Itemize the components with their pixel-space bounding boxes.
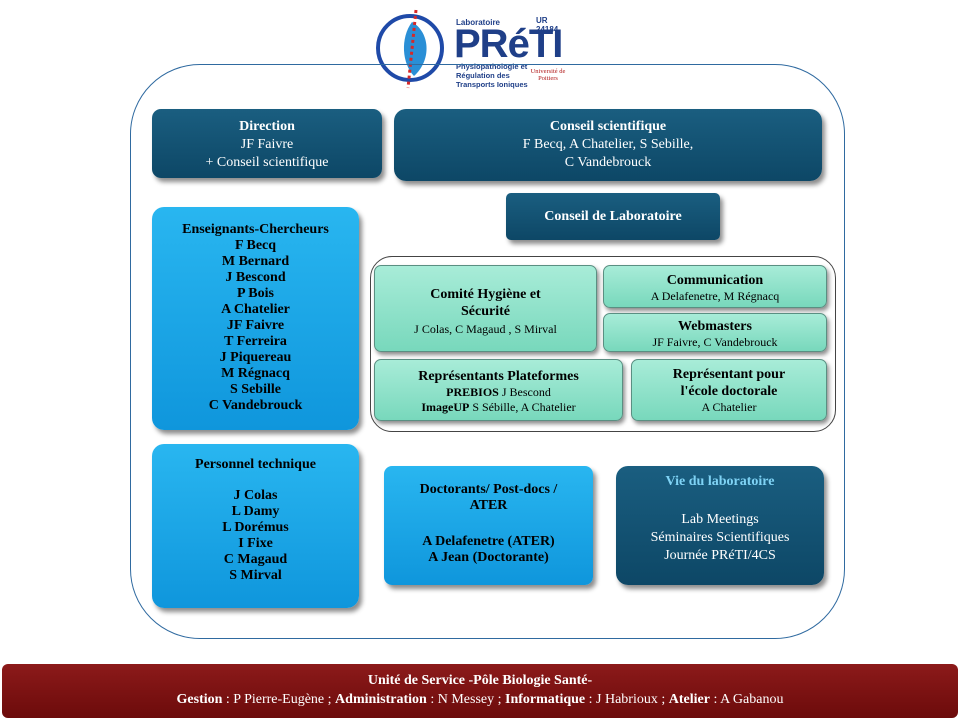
- logo-name: PRéTI: [454, 22, 563, 66]
- doctorants-title: Doctorants/ Post-docs /: [419, 482, 558, 497]
- ecole-doctorale-box: Représentant pour l'école doctorale A Ch…: [631, 359, 827, 421]
- personnel-name: L Dorémus: [222, 520, 289, 535]
- vie-item: Journée PRéTI/4CS: [664, 548, 776, 563]
- hygiene-title: Comité Hygiène et: [430, 287, 541, 302]
- footer-value: : J Habrioux ;: [585, 692, 669, 707]
- hygiene-members: J Colas, C Magaud , S Mirval: [414, 322, 557, 336]
- enseignant-name: J Bescond: [225, 270, 286, 285]
- personnel-name: C Magaud: [223, 552, 288, 567]
- personnel-name: I Fixe: [238, 536, 273, 551]
- direction-title: Direction: [239, 119, 295, 134]
- personnel-name: J Colas: [233, 488, 278, 503]
- vie-item: Lab Meetings: [681, 512, 759, 527]
- enseignant-name: A Chatelier: [221, 302, 290, 317]
- logo-ur: UR 24184: [536, 16, 559, 34]
- personnel-title: Personnel technique: [195, 457, 316, 472]
- vie-item: Séminaires Scientifiques: [650, 530, 790, 545]
- footer-title: Unité de Service -Pôle Biologie Santé-: [367, 673, 593, 688]
- ecole-title: l'école doctorale: [680, 384, 778, 399]
- doctorants-box: Doctorants/ Post-docs / ATER A Delafenet…: [384, 466, 593, 585]
- communication-box: Communication A Delafenetre, M Régnacq: [603, 265, 827, 308]
- enseignant-name: T Ferreira: [224, 334, 287, 349]
- committees-frame: [370, 256, 836, 432]
- plateformes-title: Représentants Plateformes: [418, 369, 579, 384]
- footer-label: Informatique: [505, 692, 586, 707]
- conseil-scientifique-line: C Vandebrouck: [564, 155, 652, 170]
- ecole-title: Représentant pour: [672, 367, 786, 382]
- laboratory-frame: [130, 64, 845, 639]
- enseignant-name: P Bois: [237, 286, 274, 301]
- enseignant-name: F Becq: [234, 238, 277, 253]
- plateforme-names: J Bescond: [498, 385, 551, 399]
- webmasters-members: JF Faivre, C Vandebrouck: [652, 335, 778, 349]
- personnel-name: L Damy: [231, 504, 280, 519]
- vie-title: Vie du laboratoire: [665, 474, 775, 489]
- conseil-laboratoire-title: Conseil de Laboratoire: [544, 209, 682, 224]
- plateforme-label: ImageUP: [421, 400, 470, 414]
- personnel-box: Personnel technique J Colas L Damy L Dor…: [152, 444, 359, 608]
- enseignant-name: C Vandebrouck: [208, 398, 303, 413]
- footer-staff: Gestion : P Pierre-Eugène ; Administrati…: [2, 690, 958, 709]
- university-logo: Université de Poitiers: [530, 68, 566, 82]
- footer-label: Atelier: [668, 692, 710, 707]
- preti-logo-icon: [376, 9, 444, 89]
- enseignant-name: JF Faivre: [226, 318, 285, 333]
- footer-label: Gestion: [176, 692, 223, 707]
- enseignants-title: Enseignants-Chercheurs: [182, 222, 329, 237]
- communication-title: Communication: [666, 273, 764, 288]
- personnel-name: S Mirval: [229, 568, 282, 583]
- direction-line: JF Faivre: [240, 137, 294, 152]
- plateforme-label: PREBIOS: [446, 385, 499, 399]
- lab-logo: Laboratoire UR 24184 PRéTI Physiopatholo…: [372, 2, 572, 94]
- enseignant-name: S Sebille: [230, 382, 281, 397]
- plateforme-names: S Sébille, A Chatelier: [469, 400, 576, 414]
- direction-box: Direction JF Faivre + Conseil scientifiq…: [152, 109, 382, 178]
- hygiene-title: Sécurité: [461, 304, 510, 319]
- direction-line: + Conseil scientifique: [205, 155, 329, 170]
- plateformes-row: PREBIOS J Bescond: [375, 385, 622, 400]
- hygiene-box: Comité Hygiène et Sécurité J Colas, C Ma…: [374, 265, 597, 352]
- enseignant-name: J Piquereau: [219, 350, 292, 365]
- footer-value: : A Gabanou: [709, 692, 784, 707]
- plateformes-row: ImageUP S Sébille, A Chatelier: [375, 400, 622, 415]
- ecole-members: A Chatelier: [701, 400, 757, 414]
- webmasters-box: Webmasters JF Faivre, C Vandebrouck: [603, 313, 827, 352]
- vie-laboratoire-box: Vie du laboratoire Lab Meetings Séminair…: [616, 466, 824, 585]
- conseil-laboratoire-box: Conseil de Laboratoire: [506, 193, 720, 240]
- footer-label: Administration: [335, 692, 427, 707]
- webmasters-title: Webmasters: [678, 319, 752, 334]
- enseignant-name: M Bernard: [221, 254, 290, 269]
- plateformes-box: Représentants Plateformes PREBIOS J Besc…: [374, 359, 623, 421]
- doctorant-name: A Delafenetre (ATER): [422, 534, 555, 549]
- enseignant-name: M Régnacq: [221, 366, 290, 381]
- enseignants-box: Enseignants-Chercheurs F Becq M Bernard …: [152, 207, 359, 430]
- conseil-scientifique-title: Conseil scientifique: [549, 119, 667, 134]
- doctorant-name: A Jean (Doctorante): [428, 550, 549, 565]
- service-footer: Unité de Service -Pôle Biologie Santé- G…: [2, 664, 958, 718]
- conseil-scientifique-box: Conseil scientifique F Becq, A Chatelier…: [394, 109, 822, 181]
- logo-subtitle: Physiopathologie et Régulation des Trans…: [456, 62, 528, 89]
- footer-value: : N Messey ;: [426, 692, 506, 707]
- footer-value: : P Pierre-Eugène ;: [222, 692, 336, 707]
- logo-laboratoire: Laboratoire: [456, 18, 501, 27]
- conseil-scientifique-line: F Becq, A Chatelier, S Sebille,: [522, 137, 694, 152]
- communication-members: A Delafenetre, M Régnacq: [650, 289, 780, 303]
- doctorants-title: ATER: [469, 498, 508, 513]
